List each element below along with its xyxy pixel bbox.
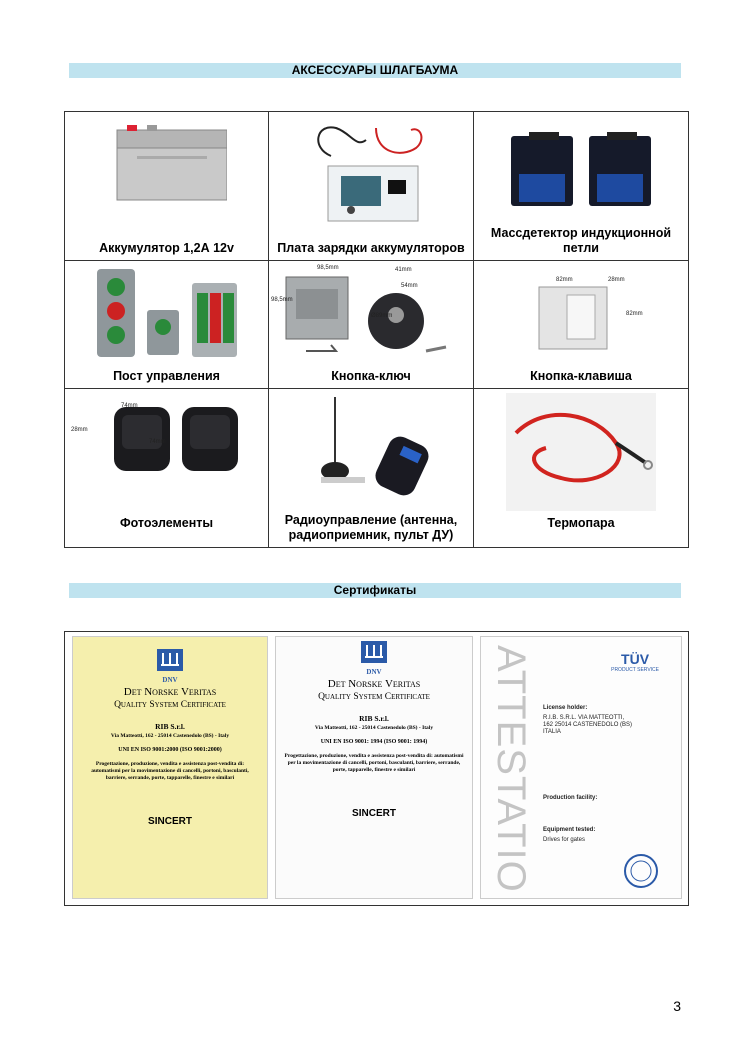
dnv-logo-icon bbox=[361, 641, 387, 663]
control-post-caption: Пост управления bbox=[113, 369, 220, 383]
tuv-equipment: Drives for gates bbox=[543, 837, 586, 843]
dnv2-scope: Progettazione, produzione, vendita e ass… bbox=[284, 753, 464, 773]
tuv-brand: TÜV bbox=[621, 651, 650, 667]
dnv1-title: Quality System Certificate bbox=[114, 700, 226, 710]
charger-board-image bbox=[269, 118, 473, 228]
control-post-image bbox=[65, 265, 268, 360]
push-switch-caption: Кнопка-клавиша bbox=[530, 369, 632, 383]
item-thermocouple: Термопара bbox=[474, 389, 688, 547]
dnv2-org: Det Norske Veritas bbox=[327, 678, 421, 690]
key-switch-image bbox=[269, 263, 473, 363]
certificate-dnv-1994: DNV Det Norske Veritas Quality System Ce… bbox=[275, 636, 473, 899]
tuv-stamp-icon bbox=[624, 854, 658, 888]
item-key-switch: 98,5mm 41mm 98,5mm 54mm Ø89mm Кнопка-клю… bbox=[269, 261, 474, 389]
tuv-equipment-label: Equipment tested: bbox=[543, 827, 596, 833]
photocells-caption: Фотоэлементы bbox=[119, 516, 214, 530]
dnv1-address: Via Matteotti, 162 - 25014 Castenedolo (… bbox=[110, 733, 230, 739]
dnv2-brand: DNV bbox=[366, 668, 382, 676]
switch-width-label: 82mm bbox=[556, 277, 573, 283]
item-loop-detector: Массдетектор индукционной петли bbox=[474, 112, 688, 261]
radio-control-caption: Радиоуправление (антенна, радиоприемник,… bbox=[284, 513, 458, 542]
photocells-image bbox=[65, 401, 268, 481]
photo-width-label: 74mm bbox=[121, 403, 138, 409]
page-number: 3 bbox=[673, 998, 681, 1014]
item-battery: Аккумулятор 1,2А 12v bbox=[65, 112, 269, 261]
switch-height-label: 82mm bbox=[626, 311, 643, 317]
dnv1-scope: Progettazione, produzione, vendita e ass… bbox=[91, 761, 249, 781]
dnv1-org: Det Norske Veritas bbox=[123, 686, 217, 698]
tuv-sub: PRODUCT SERVICE bbox=[611, 667, 659, 673]
dnv1-company: RIB S.r.l. bbox=[155, 722, 185, 731]
key-switch-caption: Кнопка-ключ bbox=[331, 369, 411, 383]
certificate-dnv-2000: DNV Det Norske Veritas Quality System Ce… bbox=[72, 636, 268, 899]
switch-depth-label: 28mm bbox=[608, 277, 625, 283]
certificates-frame: DNV Det Norske Veritas Quality System Ce… bbox=[64, 631, 689, 906]
radio-control-image bbox=[269, 393, 473, 498]
item-photocells: 74mm 28mm 74mm Фотоэлементы bbox=[65, 389, 269, 547]
loop-detector-image bbox=[474, 126, 688, 211]
battery-image bbox=[65, 122, 268, 207]
tuv-holder: R.I.B. S.R.L. VIA MATTEOTTI, 162 25014 C… bbox=[543, 715, 633, 735]
accessories-grid: Аккумулятор 1,2А 12v Плата зарядки аккум… bbox=[64, 111, 689, 548]
key-width-label: 98,5mm bbox=[317, 265, 339, 271]
key-height-label: 98,5mm bbox=[271, 297, 293, 303]
push-switch-image bbox=[474, 277, 688, 357]
loop-detector-caption: Массдетектор индукционной петли bbox=[490, 226, 672, 255]
battery-caption: Аккумулятор 1,2А 12v bbox=[99, 241, 234, 255]
photo-height-label: 74mm bbox=[149, 439, 166, 445]
dnv2-address: Via Matteotti, 162 - 25014 Castenedolo (… bbox=[314, 725, 434, 731]
tuv-license-label: License holder: bbox=[543, 705, 588, 711]
tuv-logo: TÜV PRODUCT SERVICE bbox=[611, 651, 659, 673]
dnv2-company: RIB S.r.l. bbox=[359, 714, 389, 723]
charger-board-caption: Плата зарядки аккумуляторов bbox=[277, 241, 465, 255]
item-control-post: Пост управления bbox=[65, 261, 269, 389]
item-charger-board: Плата зарядки аккумуляторов bbox=[269, 112, 474, 261]
dnv2-sincert-logo: SINCERT bbox=[352, 808, 396, 819]
thermocouple-image bbox=[474, 393, 688, 511]
thermocouple-caption: Термопара bbox=[547, 516, 615, 530]
key-depth-label: 41mm bbox=[395, 267, 412, 273]
item-radio-control: Радиоуправление (антенна, радиоприемник,… bbox=[269, 389, 474, 547]
key-round-height-label: Ø89mm bbox=[371, 313, 393, 319]
key-round-width-label: 54mm bbox=[401, 283, 418, 289]
certificates-section-title: Сертификаты bbox=[69, 583, 681, 598]
dnv1-standard: UNI EN ISO 9001:2000 (ISO 9001:2000) bbox=[118, 747, 222, 753]
tuv-production-label: Production facility: bbox=[543, 795, 598, 801]
dnv-logo-icon bbox=[157, 649, 183, 671]
item-push-switch: 82mm 28mm 82mm Кнопка-клавиша bbox=[474, 261, 688, 389]
accessories-section-title: АКСЕССУАРЫ ШЛАГБАУМА bbox=[69, 63, 681, 78]
dnv1-sincert-logo: SINCERT bbox=[148, 816, 192, 827]
tuv-vertical-title: ATTESTATION bbox=[489, 645, 531, 893]
dnv2-title: Quality System Certificate bbox=[318, 692, 430, 702]
dnv1-brand: DNV bbox=[162, 676, 178, 684]
certificate-tuv: ATTESTATION TÜV PRODUCT SERVICE License … bbox=[480, 636, 682, 899]
tuv-vertical-title-box: ATTESTATION bbox=[489, 645, 531, 893]
dnv2-standard: UNI EN ISO 9001: 1994 (ISO 9001: 1994) bbox=[320, 739, 428, 745]
photo-depth-label: 28mm bbox=[71, 427, 88, 433]
